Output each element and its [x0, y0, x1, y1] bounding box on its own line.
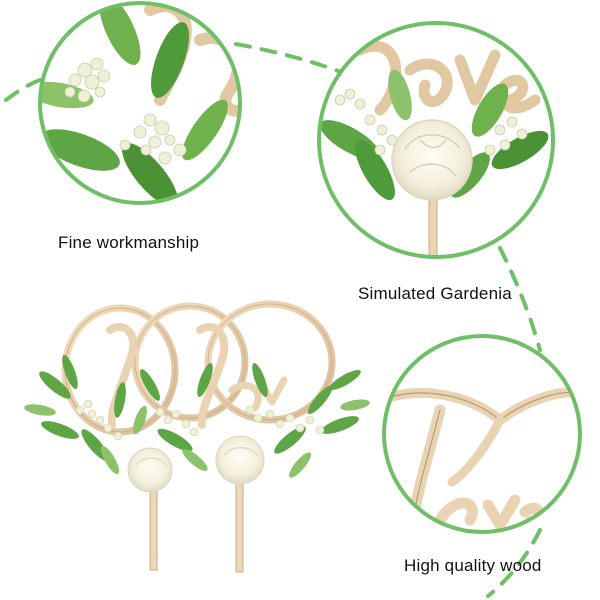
- detail-circle-gardenia: [317, 21, 555, 259]
- gardenia-flower-right: [215, 435, 265, 485]
- cake-topper-front: [196, 300, 336, 573]
- gardenia-flower: [391, 119, 473, 201]
- gardenia-flower-left: [127, 447, 173, 493]
- dash-top-arc: [234, 42, 348, 76]
- detail-circle-wood: [382, 334, 582, 534]
- dash-left-edge: [4, 78, 42, 102]
- dashed-connectors: [4, 42, 542, 598]
- caption-high-quality-wood: High quality wood: [404, 556, 542, 575]
- greenery-garland: [24, 354, 370, 493]
- dash-right-down: [498, 246, 542, 352]
- detail-circle-workmanship: [38, 1, 242, 205]
- caption-simulated-gardenia: Simulated Gardenia: [358, 284, 512, 303]
- dash-bottom: [486, 528, 542, 598]
- caption-fine-workmanship: Fine workmanship: [58, 233, 200, 252]
